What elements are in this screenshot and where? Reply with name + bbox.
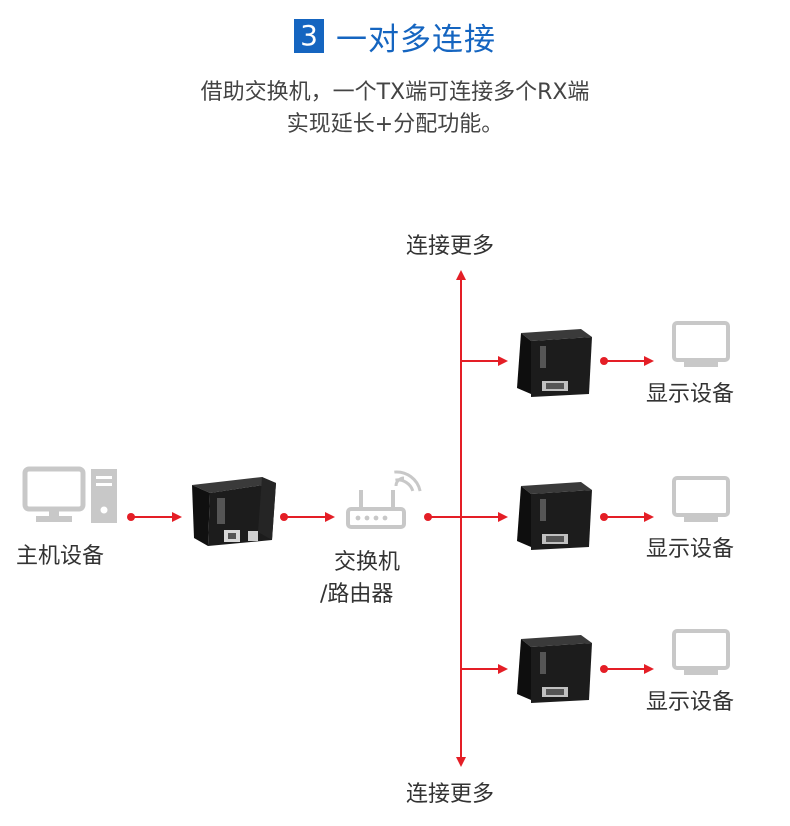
description-line-1: 借助交换机，一个TX端可连接多个RX端: [200, 80, 590, 105]
description-line-2: 实现延长+分配功能。: [286, 112, 504, 137]
monitor-icon-1: [672, 321, 730, 367]
arrow-switch-to-trunk: [424, 513, 461, 521]
receiver-device-1: [517, 329, 592, 397]
arrow-host-to-tx: [127, 512, 182, 522]
display-device-label-2: 显示设备: [646, 537, 735, 562]
monitor-icon-3: [672, 629, 730, 675]
section-title: 3 一对多连接: [0, 14, 790, 58]
host-device-label: 主机设备: [16, 544, 105, 569]
more-connections-bottom-label: 连接更多: [406, 782, 495, 807]
receiver-device-2: [517, 482, 592, 550]
section-number: 3: [294, 19, 324, 53]
switch-label-line-2: /路由器: [320, 582, 394, 607]
more-connections-top-label: 连接更多: [406, 234, 495, 259]
display-device-label-1: 显示设备: [646, 382, 735, 407]
switch-label-line-1: 交换机: [334, 550, 401, 575]
arrow-tx-to-switch: [280, 512, 335, 522]
arrow-rx-to-display-3: [600, 664, 654, 674]
receiver-device-3: [517, 635, 592, 703]
transmitter-device: [192, 477, 276, 546]
router-icon: [346, 470, 422, 529]
arrow-rx-to-display-1: [600, 356, 654, 366]
display-device-label-3: 显示设备: [646, 690, 735, 715]
arrow-rx-to-display-2: [600, 512, 654, 522]
section-heading: 一对多连接: [336, 21, 496, 58]
desktop-computer-icon: [22, 466, 117, 523]
monitor-icon-2: [672, 476, 730, 522]
